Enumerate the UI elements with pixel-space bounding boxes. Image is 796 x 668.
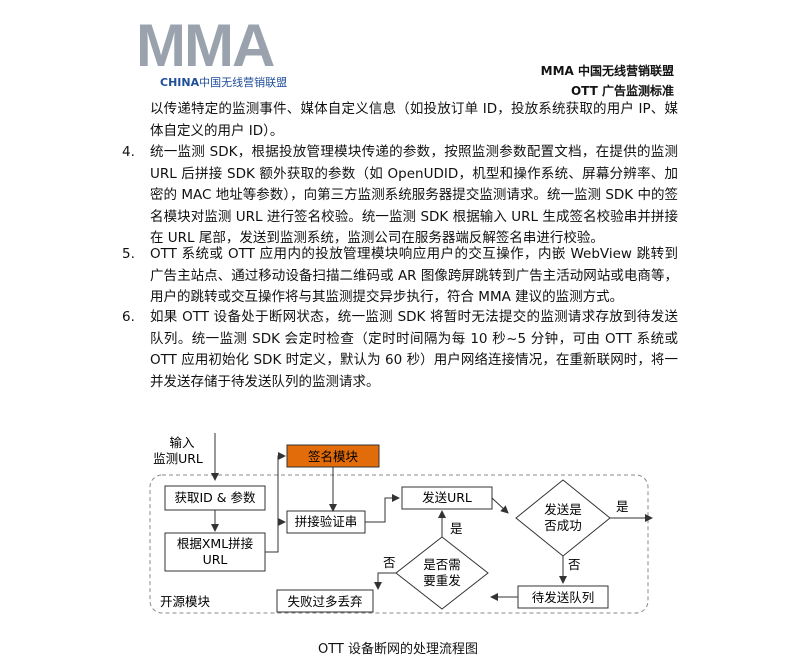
get-id-label: 获取ID & 参数 xyxy=(174,490,256,505)
concat-signature-label: 拼接验证串 xyxy=(295,514,358,529)
arrow-send-check xyxy=(491,497,509,514)
label-yes-success: 是 xyxy=(616,499,629,514)
item-number-5: 5. xyxy=(122,246,135,262)
logo-brand: MMA xyxy=(136,12,275,79)
queue-label: 待发送队列 xyxy=(532,590,595,605)
item-text-4: 统一监测 SDK，根据投放管理模块传递的参数，按照监测参数配置文档，在提供的监测… xyxy=(150,144,678,246)
xml-concat-line1: 根据XML拼接 xyxy=(177,536,254,551)
input-label-line1: 输入 xyxy=(169,435,195,450)
flowchart: 开源模块 输入 监测URL 签名模块 获取ID & 参数 根据XML拼接 URL… xyxy=(149,433,653,614)
label-yes-retry: 是 xyxy=(450,521,463,536)
drop-label: 失败过多丢弃 xyxy=(287,594,362,609)
drop-box xyxy=(276,589,374,613)
label-no-success: 否 xyxy=(568,557,581,572)
paragraph-continuation: 以传递特定的监测事件、媒体自定义信息（如投放订单 ID，投放系统获取的用户 IP… xyxy=(150,101,678,139)
send-url-label: 发送URL xyxy=(422,490,472,505)
item-number-6: 6. xyxy=(122,309,135,325)
open-module-region xyxy=(149,474,649,614)
arrow-to-sign xyxy=(277,452,286,522)
xml-concat-line2: URL xyxy=(203,552,228,567)
logo-subtitle: CHINA中国无线营销联盟 xyxy=(160,74,287,90)
header-doc-title: OTT 广告监测标准 xyxy=(570,84,674,98)
sign-module-label: 签名模块 xyxy=(308,449,359,464)
item-text-5: OTT 系统或 OTT 应用内的投放管理模块响应用户的交互操作，内嵌 WebVi… xyxy=(150,246,678,305)
get-id-box xyxy=(164,485,266,511)
item-number-4: 4. xyxy=(122,144,135,160)
header-org: MMA 中国无线营销联盟 xyxy=(540,64,674,78)
send-success-line2: 否成功 xyxy=(544,518,582,533)
arrow-concat-send xyxy=(365,494,400,523)
input-label-line2: 监测URL xyxy=(153,451,203,466)
logo-org: 中国无线营销联盟 xyxy=(199,76,288,89)
retry-line2: 要重发 xyxy=(423,573,461,588)
arrow-xml-concat xyxy=(265,518,286,553)
figure-caption: OTT 设备断网的处理流程图 xyxy=(317,642,479,657)
mma-logo: MMA CHINA中国无线营销联盟 xyxy=(136,16,306,92)
label-no-retry: 否 xyxy=(383,555,396,570)
open-module-label: 开源模块 xyxy=(160,594,211,609)
logo-china: CHINA xyxy=(160,76,200,89)
item-text-6: 如果 OTT 设备处于断网状态，统一监测 SDK 将暂时无法提交的监测请求存放到… xyxy=(150,309,678,390)
send-success-line1: 发送是 xyxy=(544,502,582,517)
arrow-retry-no xyxy=(374,572,396,590)
retry-diamond xyxy=(395,536,489,610)
retry-line1: 是否需 xyxy=(423,557,461,572)
